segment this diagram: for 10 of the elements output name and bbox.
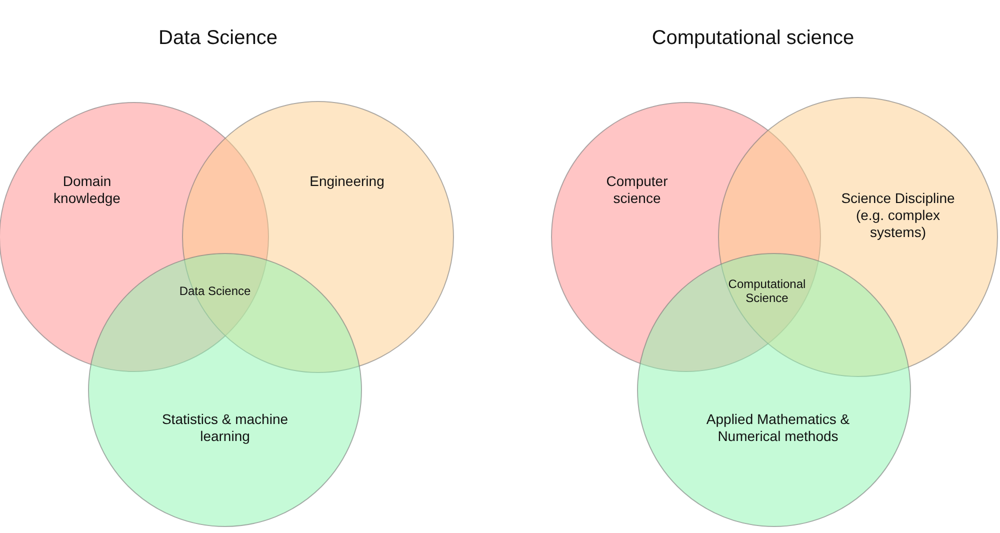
circle-label: Domain knowledge (52, 173, 122, 207)
circle-label: Engineering (308, 173, 386, 190)
circle-label: Science Discipline (e.g. complex systems) (840, 190, 956, 241)
diagram-heading: Data Science (158, 27, 278, 49)
circle-label: Applied Mathematics & Numerical methods (705, 411, 851, 445)
circle-label: Statistics & machine learning (160, 411, 290, 445)
circle-label: Computer science (605, 173, 669, 207)
intersection-label: Data Science (178, 284, 252, 298)
intersection-label: Computational Science (727, 277, 807, 305)
diagram-heading: Computational science (650, 27, 856, 49)
